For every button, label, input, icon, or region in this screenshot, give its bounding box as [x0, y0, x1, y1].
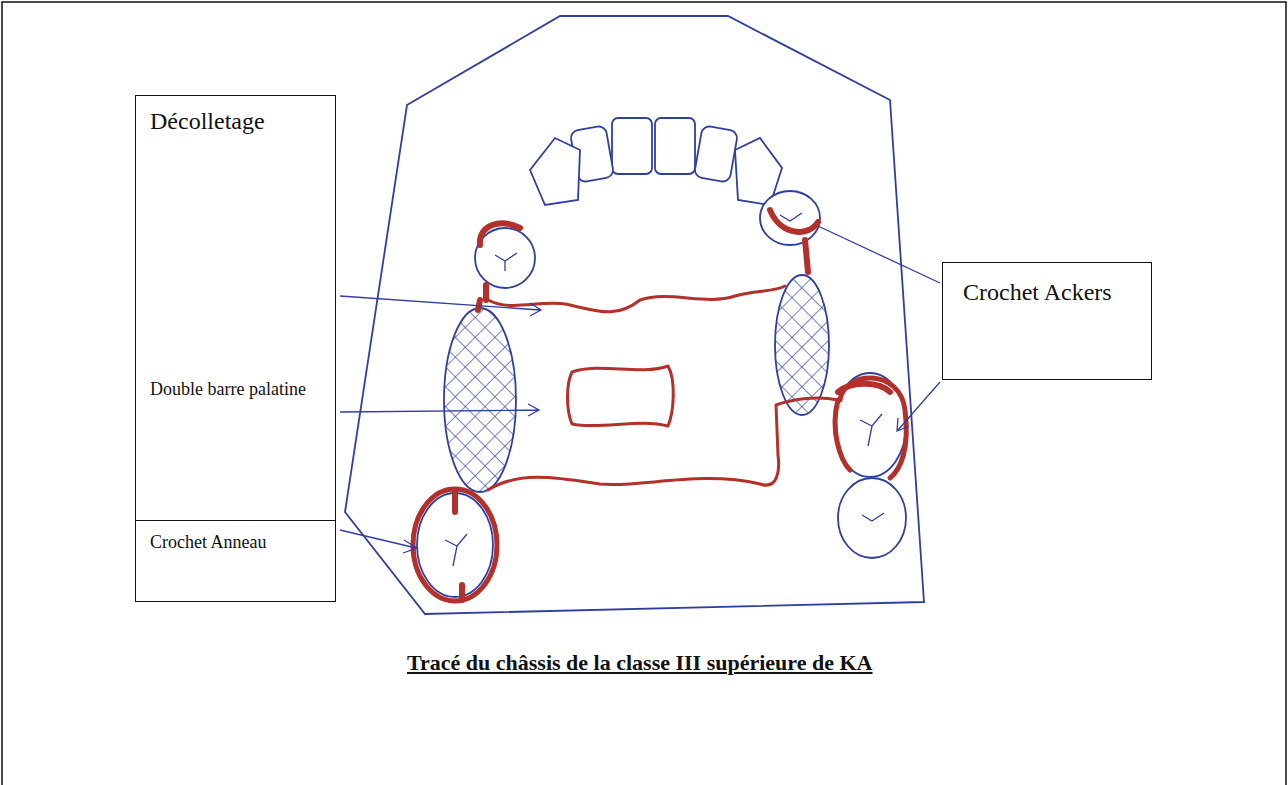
label-box: Crochet Ackers	[942, 262, 1152, 380]
tooth	[838, 478, 906, 558]
tooth	[694, 125, 738, 182]
callout-label: Décolletage	[150, 106, 265, 136]
occlusal-grooves	[445, 213, 884, 566]
callout-label: Crochet Anneau	[150, 531, 300, 554]
saddle	[444, 308, 516, 492]
callout-label: Crochet Ackers	[963, 277, 1113, 307]
teeth	[417, 118, 906, 597]
tooth	[475, 228, 535, 288]
tooth	[760, 191, 820, 245]
leader-lines	[340, 226, 940, 553]
callout-label: Double barre palatine	[150, 378, 325, 401]
cast-outline	[345, 16, 924, 614]
tooth	[834, 373, 906, 477]
tooth	[530, 138, 580, 205]
label-box: Crochet Anneau	[135, 520, 336, 602]
figure-caption: Tracé du châssis de la classe III supéri…	[407, 650, 872, 676]
tooth	[612, 118, 652, 174]
tooth	[655, 118, 695, 174]
label-box: DécolletageDouble barre palatine	[135, 95, 336, 521]
saddle	[775, 275, 829, 415]
metal-framework	[413, 210, 906, 601]
